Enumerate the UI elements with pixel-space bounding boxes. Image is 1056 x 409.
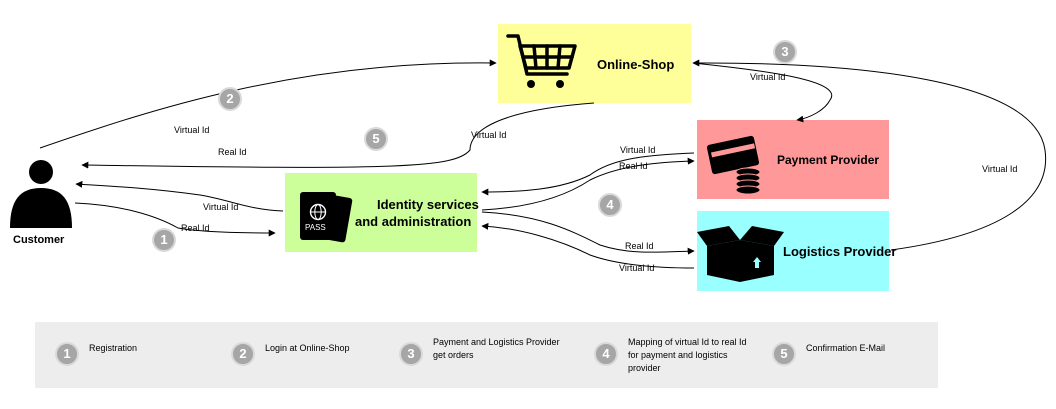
step-circle-5: 5 — [364, 127, 388, 151]
edge-label-virtual-id-customer-shop: Virtual Id — [174, 125, 210, 135]
customer-icon — [10, 160, 72, 228]
edge-label-real-id-identity-logistics: Real Id — [625, 241, 654, 251]
online-shop-box — [498, 24, 691, 103]
edge-label-virtual-id-logistics-shop: Virtual Id — [982, 164, 1018, 174]
legend-number-1: 1 — [55, 342, 79, 366]
edge-label-real-id-identity-payment: Real Id — [619, 161, 648, 171]
payment-provider-label: Payment Provider — [777, 153, 880, 167]
passport-icon — [300, 192, 353, 243]
edge-label-virtual-id-shop-customer: Virtual Id — [471, 130, 507, 140]
edge-shop-to-payment — [692, 62, 833, 123]
shopping-cart-icon — [506, 34, 577, 76]
legend-number-3: 3 — [399, 342, 423, 366]
logistics-provider-label: Logistics Provider — [783, 244, 897, 259]
legend-number-5: 5 — [772, 342, 796, 366]
legend-text-5: Confirmation E-Mail — [806, 343, 886, 353]
edge-identity-to-payment — [481, 157, 695, 211]
edge-customer-to-identity — [74, 202, 276, 237]
identity-services-label-line2: and administration — [355, 214, 472, 229]
passport-label: PASS — [305, 223, 326, 232]
credit-card-coins-icon — [706, 135, 761, 195]
edge-logistics-to-identity — [481, 222, 695, 269]
open-box-icon — [697, 226, 784, 282]
legend-text-1: Registration — [89, 343, 138, 353]
legend-text-4: Mapping of virtual Id to real Id for pay… — [628, 337, 747, 373]
legend-number-2: 2 — [231, 342, 255, 366]
customer-label: Customer — [13, 234, 65, 246]
edge-label-virtual-id-payment-identity: Virtual Id — [620, 145, 656, 155]
legend-panel: 1 Registration 2 Login at Online-Shop 3 … — [35, 322, 938, 388]
online-shop-label: Online-Shop — [597, 57, 675, 72]
edge-label-real-id-customer-identity: Real Id — [181, 223, 210, 233]
edge-label-virtual-id-identity-customer: Virtual Id — [203, 202, 239, 212]
step-circle-3: 3 — [773, 40, 797, 64]
edge-shop-to-customer — [81, 102, 595, 169]
step-circle-1: 1 — [152, 228, 176, 252]
edge-label-virtual-id-shop-payment: Virtual Id — [750, 72, 786, 82]
legend-number-4: 4 — [594, 342, 618, 366]
edge-payment-to-identity — [481, 152, 695, 196]
legend-text-2: Login at Online-Shop — [265, 343, 350, 353]
identity-services-label-line1: Identity services — [377, 197, 479, 212]
edge-identity-to-customer — [75, 180, 284, 212]
edge-label-real-id-shop-customer: Real Id — [218, 147, 247, 157]
edge-logistics-to-shop — [692, 59, 1047, 251]
edge-customer-to-shop — [39, 59, 497, 149]
edge-identity-to-logistics — [481, 211, 695, 255]
step-circle-2: 2 — [218, 87, 242, 111]
legend-text-3: Payment and Logistics Provider get order… — [433, 337, 560, 360]
step-circle-4: 4 — [598, 193, 622, 217]
edge-label-virtual-id-logistics-identity: Virtual Id — [619, 263, 655, 273]
